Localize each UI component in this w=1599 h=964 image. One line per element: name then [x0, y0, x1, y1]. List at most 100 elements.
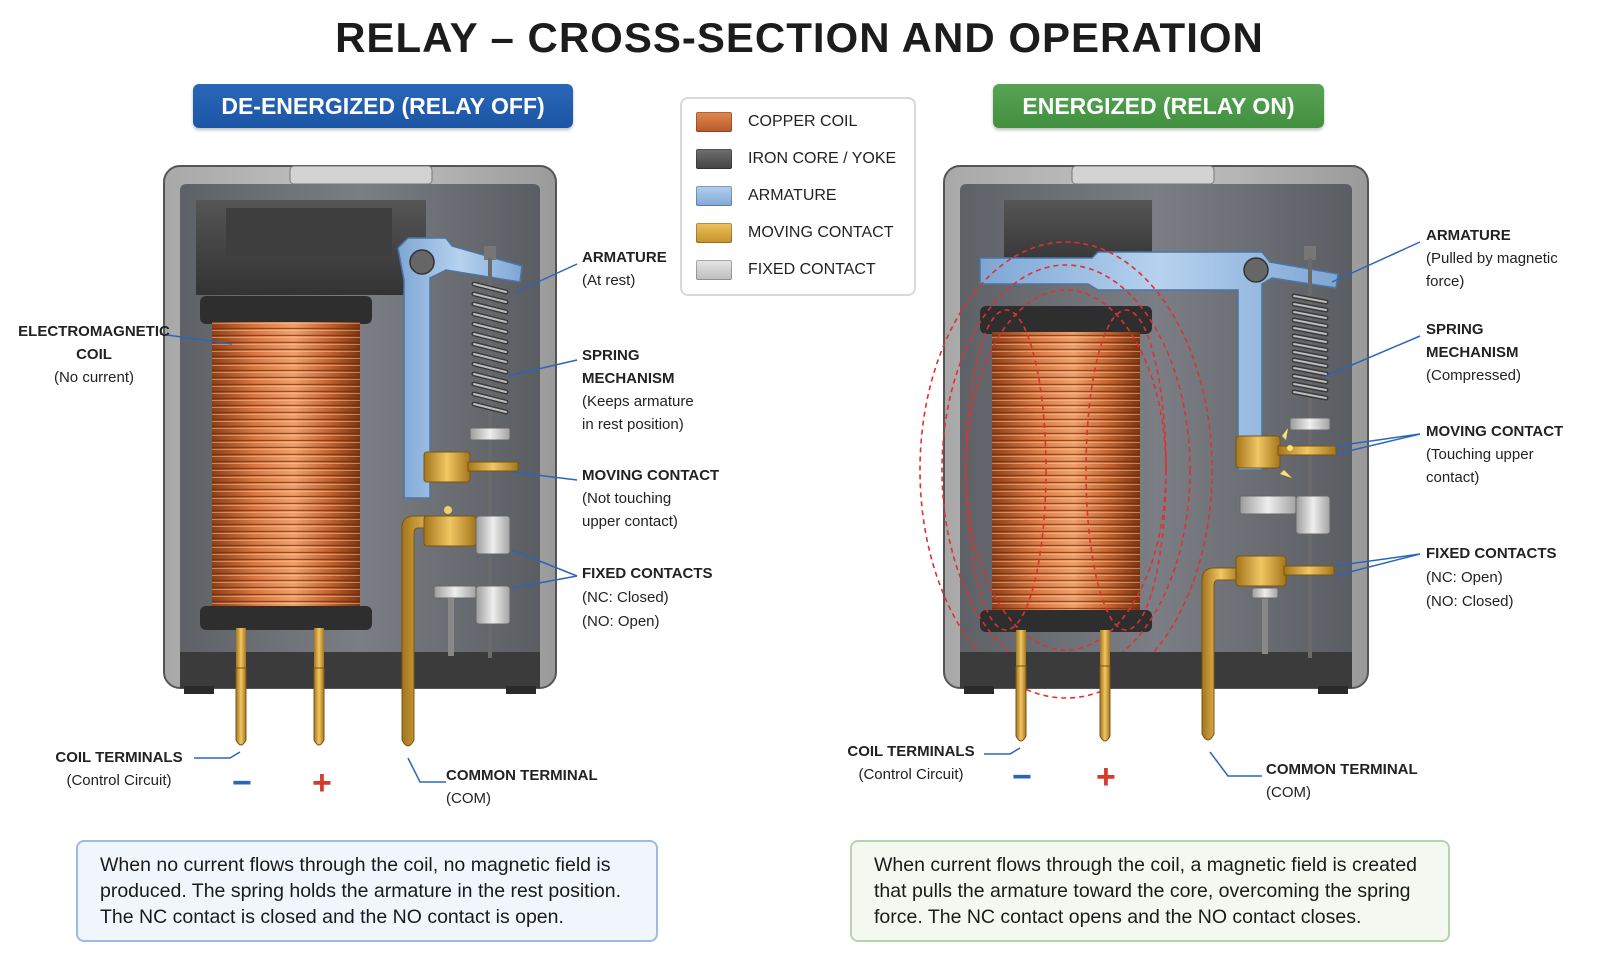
armature-swatch — [696, 186, 732, 206]
label-title: COIL TERMINALS — [55, 749, 183, 766]
label-note: (COM) — [1266, 784, 1311, 801]
legend: COPPER COIL IRON CORE / YOKE ARMATURE MO… — [680, 97, 916, 296]
label-note: (Keeps armature — [582, 393, 694, 410]
common-terminal — [1201, 567, 1241, 741]
fixed-contact-no — [1251, 587, 1279, 599]
label-note: in rest position) — [582, 416, 684, 433]
label-note: (Touching upper — [1426, 446, 1534, 463]
label-title: FIXED CONTACTS — [1426, 545, 1557, 562]
page-title: RELAY – CROSS-SECTION AND OPERATION — [335, 14, 1264, 61]
armature-pivot — [409, 249, 435, 275]
label-moving-contact-on: MOVING CONTACT (Touching upper contact) — [1426, 420, 1563, 489]
moving-contact — [1235, 435, 1281, 469]
label-title: SPRING — [582, 347, 640, 364]
label-electromagnetic-coil-off: ELECTROMAGNETIC COIL (No current) — [14, 320, 174, 389]
label-note: (Control Circuit) — [858, 766, 964, 783]
label-spring-on: SPRING MECHANISM (Compressed) — [1426, 318, 1521, 387]
coil-terminal-plus — [1099, 665, 1111, 742]
legend-label: IRON CORE / YOKE — [748, 150, 897, 167]
label-note: (NC: Closed) — [582, 589, 669, 606]
fixed-contact-nc — [475, 515, 511, 555]
label-title: COMMON TERMINAL — [1266, 761, 1418, 778]
state-badge-energized: ENERGIZED (RELAY ON) — [993, 84, 1324, 128]
label-fixed-contacts-on: FIXED CONTACTS (NC: Open) (NO: Closed) — [1426, 542, 1557, 614]
label-common-terminal-off: COMMON TERMINAL (COM) — [446, 764, 598, 810]
armature — [979, 251, 1339, 471]
label-title: ELECTROMAGNETIC — [18, 323, 170, 340]
minus-sign-icon: − — [232, 764, 252, 802]
coil-bottom-flange — [200, 606, 372, 630]
fixed-contact-no — [475, 585, 511, 625]
label-title: COIL TERMINALS — [847, 743, 975, 760]
label-fixed-contacts-off: FIXED CONTACTS (NC: Closed) (NO: Open) — [582, 562, 713, 634]
state-badge-deenergized: DE-ENERGIZED (RELAY OFF) — [193, 84, 573, 128]
fixed-contact-swatch — [696, 260, 732, 280]
magnetic-field-lines — [919, 241, 1213, 699]
legend-label: ARMATURE — [748, 187, 837, 204]
spring — [1291, 258, 1329, 658]
label-title: MECHANISM — [582, 370, 675, 387]
label-title: MECHANISM — [1426, 344, 1519, 361]
label-title: FIXED CONTACTS — [582, 565, 713, 582]
contact-spark-icon — [1280, 428, 1293, 478]
leader-lines-on — [984, 241, 1421, 777]
copper-swatch — [696, 112, 732, 132]
label-note: (At rest) — [582, 272, 636, 289]
label-coil-terminals-off: COIL TERMINALS (Control Circuit) — [44, 746, 194, 792]
nc-contact — [423, 515, 477, 547]
coil-terminal-minus — [235, 667, 247, 746]
legend-item-fixed-contact: FIXED CONTACT — [696, 258, 876, 282]
legend-item-iron-core: IRON CORE / YOKE — [696, 147, 896, 171]
label-armature-off: ARMATURE (At rest) — [582, 246, 667, 292]
description-deenergized: When no current flows through the coil, … — [76, 840, 658, 942]
label-note: (COM) — [446, 790, 491, 807]
coil-top-flange — [200, 296, 372, 324]
label-armature-on: ARMATURE (Pulled by magnetic force) — [1426, 224, 1558, 293]
relay-deenergized — [159, 165, 578, 783]
label-note: (NO: Closed) — [1426, 593, 1514, 610]
coil-terminal-minus — [1015, 665, 1027, 742]
fixed-contact-nc — [1239, 495, 1297, 515]
label-title: SPRING — [1426, 321, 1484, 338]
label-note: (Control Circuit) — [66, 772, 172, 789]
label-title: ARMATURE — [1426, 227, 1511, 244]
label-title: COMMON TERMINAL — [446, 767, 598, 784]
label-moving-contact-off: MOVING CONTACT (Not touching upper conta… — [582, 464, 719, 533]
label-note: (Compressed) — [1426, 367, 1522, 384]
label-note: contact) — [1426, 469, 1480, 486]
moving-contact — [423, 451, 471, 483]
label-common-terminal-on: COMMON TERMINAL (COM) — [1266, 758, 1418, 804]
legend-label: COPPER COIL — [748, 113, 858, 130]
iron-swatch — [696, 149, 732, 169]
label-note: (Not touching — [582, 490, 672, 507]
label-title: ARMATURE — [582, 249, 667, 266]
label-coil-terminals-on: COIL TERMINALS (Control Circuit) — [836, 740, 986, 786]
moving-contact-swatch — [696, 223, 732, 243]
label-note: (NC: Open) — [1426, 569, 1503, 586]
legend-item-copper-coil: COPPER COIL — [696, 110, 857, 134]
description-energized: When current flows through the coil, a m… — [850, 840, 1450, 942]
label-title: MOVING CONTACT — [582, 467, 720, 484]
label-note: upper contact) — [582, 513, 678, 530]
label-title: MOVING CONTACT — [1426, 423, 1564, 440]
plus-sign-icon: + — [1096, 758, 1116, 796]
legend-label: FIXED CONTACT — [748, 261, 876, 278]
leader-lines-off — [159, 263, 578, 783]
minus-sign-icon: − — [1012, 758, 1032, 796]
legend-label: MOVING CONTACT — [748, 224, 894, 241]
relay-energized — [919, 165, 1421, 777]
label-title: COIL — [76, 346, 112, 363]
spring — [471, 258, 509, 658]
coil-top-flange — [980, 306, 1152, 334]
label-spring-off: SPRING MECHANISM (Keeps armature in rest… — [582, 344, 694, 436]
label-note: (Pulled by magnetic — [1426, 250, 1558, 267]
no-contact — [1235, 555, 1287, 587]
coil-terminal-plus — [313, 667, 325, 746]
legend-item-armature: ARMATURE — [696, 184, 837, 208]
armature — [397, 237, 523, 499]
label-note: (No current) — [53, 369, 135, 386]
legend-item-moving-contact: MOVING CONTACT — [696, 221, 893, 245]
plus-sign-icon: + — [312, 764, 332, 802]
common-terminal — [401, 515, 471, 747]
